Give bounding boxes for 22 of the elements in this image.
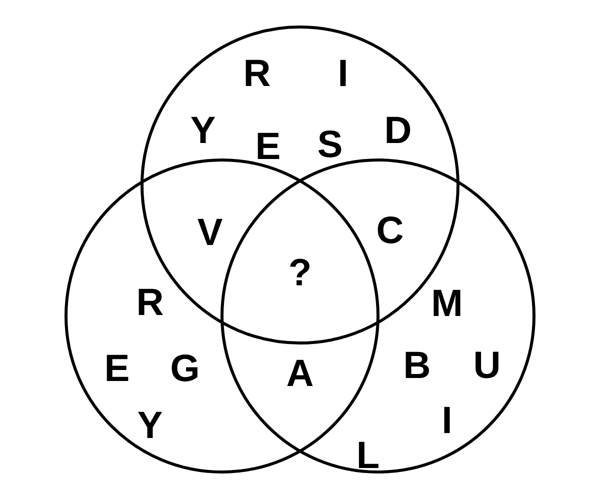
letter: Y	[190, 116, 216, 144]
letter: D	[386, 116, 410, 144]
venn-circle	[64, 158, 380, 474]
letter: I	[444, 406, 450, 434]
letter: C	[378, 216, 403, 244]
letter: R	[246, 60, 270, 86]
venn-circle	[220, 158, 536, 474]
letter: E	[258, 132, 280, 160]
letter: B	[406, 352, 429, 378]
letter: L	[358, 442, 378, 468]
letter: Y	[138, 412, 162, 438]
letter: I	[340, 60, 346, 86]
letter: V	[198, 218, 222, 246]
letter: R	[138, 288, 163, 316]
letter: E	[106, 354, 128, 382]
letter: S	[318, 130, 342, 158]
venn-circle	[140, 26, 460, 344]
letter: U	[476, 352, 498, 378]
letter: ?	[290, 258, 310, 286]
letter: G	[172, 354, 198, 382]
letter: M	[434, 290, 460, 316]
letter: A	[287, 360, 313, 386]
